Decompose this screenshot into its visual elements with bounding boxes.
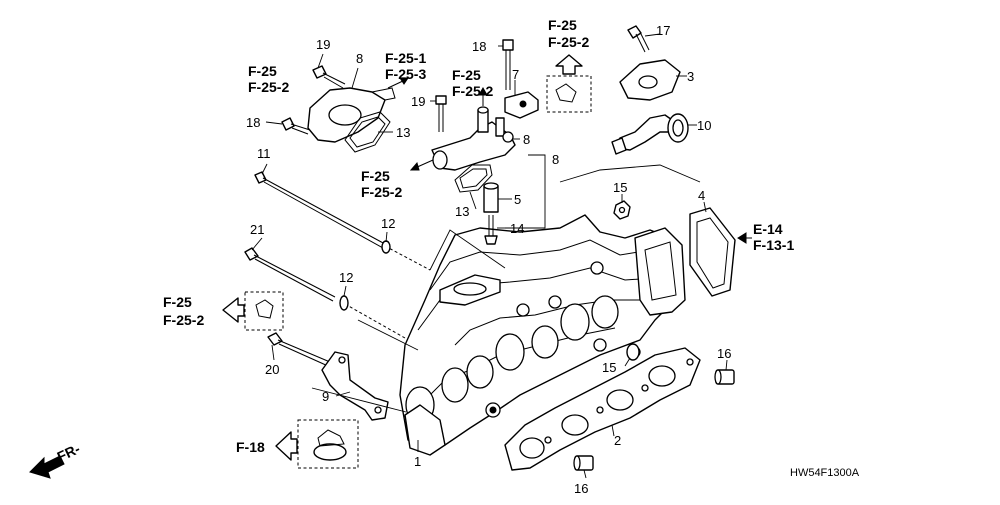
manifold-gasket	[504, 347, 701, 471]
callout-17: 17	[656, 23, 670, 38]
o-ring-13-upper	[344, 111, 391, 153]
callout-7: 7	[512, 67, 519, 82]
ref-label-f25-1: F-25-1	[385, 50, 426, 66]
ref-label-e14: E-14	[753, 221, 783, 237]
stud-bolt-11	[254, 171, 431, 271]
callout-14: 14	[510, 221, 524, 236]
callout-4: 4	[698, 188, 705, 203]
ref-box-left	[222, 291, 284, 331]
diagram-code: HW54F1300A	[790, 467, 860, 479]
cover-plate-3	[619, 59, 681, 101]
ref-label-f25-a: F-25	[248, 63, 277, 79]
intake-manifold	[399, 214, 686, 456]
ref-label-f25-2-c: F-25-2	[548, 34, 589, 50]
nut-15-lower	[626, 343, 640, 361]
ref-label-f25-e: F-25	[163, 294, 192, 310]
ref-label-f25-2-b: F-25-2	[452, 83, 493, 99]
callout-18-upper: 18	[246, 115, 260, 130]
callout-18-middle: 18	[472, 39, 486, 54]
coolant-passage-8	[431, 106, 516, 171]
bracket-9	[321, 351, 389, 421]
ref-label-f25-b: F-25	[452, 67, 481, 83]
leader-lines	[251, 33, 728, 479]
callout-numbers: 19 8 18 13 11 12 21 12 20 9 1 18 19 7 8 …	[246, 23, 731, 496]
ref-label-f18: F-18	[236, 439, 265, 455]
callout-9: 9	[322, 389, 329, 404]
bolt-14	[484, 215, 498, 245]
bolt-18-middle	[502, 39, 514, 90]
ref-label-f25-c: F-25	[548, 17, 577, 33]
ref-box-upper-right	[546, 54, 592, 113]
callout-19-middle: 19	[411, 94, 425, 109]
bolt-19-middle	[435, 95, 447, 132]
collar-5	[483, 182, 499, 213]
dowel-16-bottom	[573, 455, 594, 471]
bolt-17	[627, 25, 650, 53]
bolt-20	[267, 332, 331, 367]
ref-label-f25-2-a: F-25-2	[248, 79, 289, 95]
nut-15-upper	[613, 200, 631, 220]
washer-12-lower	[339, 295, 349, 311]
callout-5: 5	[514, 192, 521, 207]
washer-12-upper	[381, 240, 391, 254]
callout-10: 10	[697, 118, 711, 133]
callout-15-lower: 15	[602, 360, 616, 375]
reference-arrows	[387, 77, 752, 244]
reference-labels: F-25 F-25-2 F-25-1 F-25-3 F-25 F-25-2 F-…	[163, 17, 794, 455]
ref-label-f25-3: F-25-3	[385, 66, 426, 82]
bolt-18-upper	[281, 117, 311, 135]
stud-bolt-21	[244, 247, 406, 339]
callout-13-lower: 13	[455, 204, 469, 219]
callout-3: 3	[687, 69, 694, 84]
water-outlet-8	[307, 87, 396, 143]
ref-label-f25-2-d: F-25-2	[361, 184, 402, 200]
callout-20: 20	[265, 362, 279, 377]
hose-10	[611, 113, 689, 155]
callout-11: 11	[257, 146, 271, 161]
callout-12-upper: 12	[381, 216, 395, 231]
bolt-19-upper	[312, 65, 346, 89]
bracket-7	[504, 91, 539, 119]
front-direction-label: FR-	[55, 440, 83, 465]
ref-label-f13-1: F-13-1	[753, 237, 794, 253]
callout-1: 1	[414, 454, 421, 469]
callout-16-bottom: 16	[574, 481, 588, 496]
front-direction-indicator: FR-	[29, 440, 83, 479]
callout-8-upper: 8	[356, 51, 363, 66]
callout-16-right: 16	[717, 346, 731, 361]
callout-2: 2	[614, 433, 621, 448]
dowel-16-right	[714, 369, 735, 385]
ref-label-f25-d: F-25	[361, 168, 390, 184]
ref-label-f25-2-e: F-25-2	[163, 312, 204, 328]
ref-box-bottom	[275, 419, 359, 469]
o-ring-13-lower	[454, 164, 493, 193]
callout-13-upper: 13	[396, 125, 410, 140]
callout-8-middle: 8	[523, 132, 530, 147]
gasket-4	[689, 207, 736, 297]
callout-19-upper: 19	[316, 37, 330, 52]
callout-12-lower: 12	[339, 270, 353, 285]
callout-21: 21	[250, 222, 264, 237]
callout-8-right: 8	[552, 152, 559, 167]
callout-15-upper: 15	[613, 180, 627, 195]
